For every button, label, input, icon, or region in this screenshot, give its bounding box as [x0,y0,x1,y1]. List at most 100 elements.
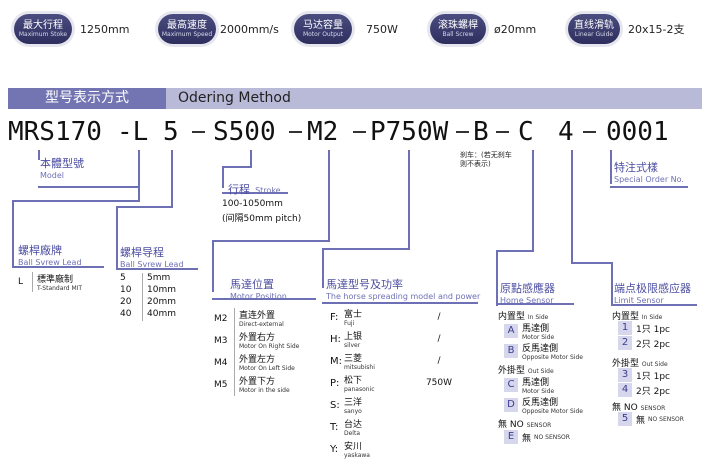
motor-rows-5-en: Delta [344,430,361,437]
connector [328,150,330,240]
code-dash [583,131,596,133]
connector [496,303,574,305]
home-in_rows-1-cn: 反馬達側 [522,344,559,354]
badge-value: ø20mm [494,22,537,36]
limit-out_en: Out Side [641,361,668,368]
home-out_rows-1-k: D [504,398,518,412]
motor-rows-1-v: / [437,334,441,344]
home-in_rows-0-k: A [504,324,518,338]
badge-label: 最高速度 Maximum Speed [158,14,216,44]
pitch-row: 40 40mm [120,309,176,321]
connector [12,200,140,202]
connector [116,268,198,270]
motor_pos-cn: 馬達位置 [230,278,274,291]
special-cn: 特注式樣 [614,161,658,174]
motor_pos-rows-0-en: Direct-external [239,321,284,328]
code-lead: -L [117,117,149,147]
connector [496,250,534,252]
motor_pos-rows-3-en: Motor in the side [239,387,290,394]
limit-sensor-label: 端点极限感应器 Limit Sensor [614,280,691,305]
motor-rows-3-cn: 松下 [344,376,363,386]
pitch-rows-0-k: 5 [120,273,126,283]
connector [611,262,613,306]
home-in_rows-0-cn: 馬達側 [522,324,550,334]
badge-label: 直线滑轨 Linear Guide [568,14,620,44]
limit-out_rows-0-v: 1只 1pc [636,371,670,382]
limit-no_row-cn: 無 [636,415,646,426]
lead-en: Ball Svrew Lead [18,258,82,267]
motor-rows-6-cn: 安川 [344,442,363,452]
connector [222,166,252,168]
model-cn: 本體型號 [40,157,84,170]
code-model: MRS170 [8,117,102,147]
connector [12,266,104,268]
connector [496,250,498,306]
lead-brand-row: L 標準廠制 T-Standard MIT [18,272,82,292]
badges-3-cn: 滚珠螺桿 [438,19,478,31]
motor-rows-4-cn: 三洋 [344,398,363,408]
motor-rows-1-k: H: [330,333,341,345]
pitch-rows-3-k: 40 [120,309,132,319]
connector [222,166,224,188]
badge-max-speed: 最高速度 Maximum Speed 2000mm/s [158,11,279,47]
motor-rows-4-k: S: [330,399,340,411]
connector [610,150,612,184]
motor_pos-rows-3-cn: 外置下方 [239,377,276,387]
pitch-rows-3-v: 40mm [142,309,176,321]
connector [212,298,316,300]
code-home-sensor: C [518,117,534,147]
code-brake: B [473,117,489,147]
motor_pos-en: Motor Position [230,292,287,301]
badge-motor-output: 马达容量 Motor Output 750W [294,11,398,47]
motor_pos-rows-0-k: M2 [214,314,228,324]
connector [222,192,288,194]
badge-max-stroke: 最大行程 Maximum Stoke 1250mm [14,11,129,47]
connector [322,302,478,304]
badges-0-en: Maximum Stoke [18,30,68,38]
limit-cn: 端点极限感应器 [614,282,691,295]
connector [212,240,330,242]
motor-label: 馬達型号及功率 The horse spreading model and po… [326,276,480,301]
special-order-label: 特注式樣 Special Order No. [614,159,684,184]
home-in_en: In Side [527,314,549,321]
badges-4-en: Linear Guide [574,30,614,38]
badges-1-cn: 最高速度 [167,19,207,31]
connector [38,150,40,160]
connector [571,262,611,264]
home-out_rows-1-en: Opposite Motor Side [522,408,583,415]
home-no_label: 無 NO [498,420,524,430]
title-en: Odering Method [178,90,291,106]
code-dash [192,131,205,133]
connector [12,200,14,266]
limit-en: Limit Sensor [614,296,664,305]
motor_pos-rows-0-cn: 直连外置 [239,311,276,321]
badge-label: 最大行程 Maximum Stoke [14,14,72,44]
motor_pos-rows-2-en: Motor On Left Side [239,365,295,372]
motor-rows-0-v: / [437,312,441,322]
motor-rows-5-k: T: [330,421,339,433]
limit-out_rows-0-k: 3 [618,368,632,382]
pitch-rows-0-v: 5mm [142,273,170,285]
code-motor: P750W [370,117,449,147]
pitch-cn: 螺桿导程 [120,246,164,259]
stroke-label: 行程 Stroke [228,178,281,197]
model-en: Model [40,171,65,180]
model-label: 本體型號 Model [40,155,84,180]
limit-in_rows-1-k: 2 [618,336,632,350]
motor-rows-3-en: panasonic [344,386,375,393]
motor-rows-6-en: yaskawa [344,452,370,459]
stroke-cn: 行程 [228,183,250,196]
limit-out_rows-1-v: 2只 2pc [636,386,670,397]
